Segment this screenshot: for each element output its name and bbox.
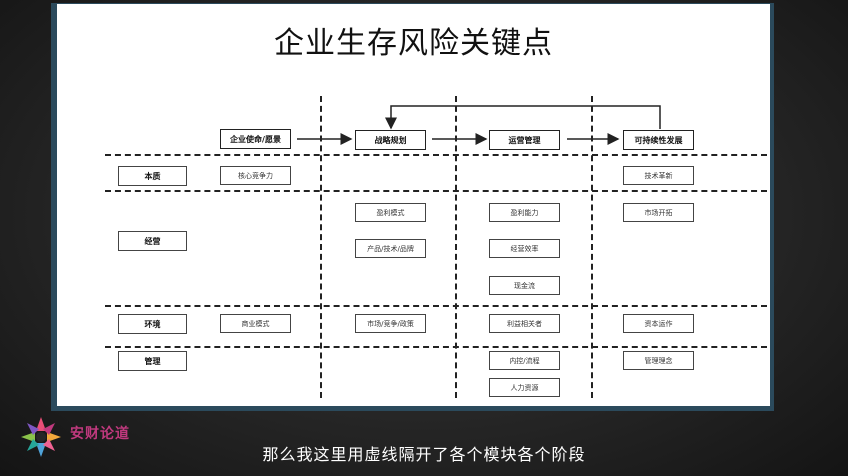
header-strategy: 战略规划 xyxy=(355,130,426,150)
row-divider-3 xyxy=(105,305,767,307)
cell-product-tech-brand: 产品/技术/品牌 xyxy=(355,239,426,258)
cell-internal-control-process: 内控/流程 xyxy=(489,351,560,370)
cell-management-philosophy: 管理理念 xyxy=(623,351,694,370)
row-divider-1 xyxy=(105,154,767,156)
cell-market-competition-policy: 市场/竞争/政策 xyxy=(355,314,426,333)
row-divider-2 xyxy=(105,190,767,192)
cell-operating-efficiency: 经营效率 xyxy=(489,239,560,258)
header-sustainable: 可持续性发展 xyxy=(623,130,694,150)
cell-human-resources: 人力资源 xyxy=(489,378,560,397)
cell-core-competence: 核心竞争力 xyxy=(220,166,291,185)
cell-market-expansion: 市场开拓 xyxy=(623,203,694,222)
slide-title: 企业生存风险关键点 xyxy=(274,26,553,61)
column-divider-2 xyxy=(455,96,457,398)
row-label-business: 经营 xyxy=(118,231,187,251)
cell-capital-operation: 资本运作 xyxy=(623,314,694,333)
header-operations: 运营管理 xyxy=(489,130,560,150)
video-caption: 那么我这里用虚线隔开了各个模块各个阶段 xyxy=(262,445,586,464)
cell-stakeholders: 利益相关者 xyxy=(489,314,560,333)
arrow-feedback-loop xyxy=(385,105,661,130)
row-label-environment: 环境 xyxy=(118,314,187,334)
cell-profitability: 盈利能力 xyxy=(489,203,560,222)
cell-business-model: 商业模式 xyxy=(220,314,291,333)
cell-profit-model: 盈利模式 xyxy=(355,203,426,222)
cell-tech-innovation: 技术革新 xyxy=(623,166,694,185)
watermark-text: 安财论道 xyxy=(70,426,130,442)
watermark-logo-icon xyxy=(21,417,61,457)
header-mission: 企业使命/愿景 xyxy=(220,129,291,149)
column-divider-3 xyxy=(591,96,593,398)
cell-cash-flow: 现金流 xyxy=(489,276,560,295)
column-divider-1 xyxy=(320,96,322,398)
row-divider-4 xyxy=(105,346,767,348)
row-label-management: 管理 xyxy=(118,351,187,371)
row-label-essence: 本质 xyxy=(118,166,187,186)
slide: 企业生存风险关键点 企业使命/愿景 战略规划 运营管理 可持续性发展 本质 经营… xyxy=(57,4,770,406)
